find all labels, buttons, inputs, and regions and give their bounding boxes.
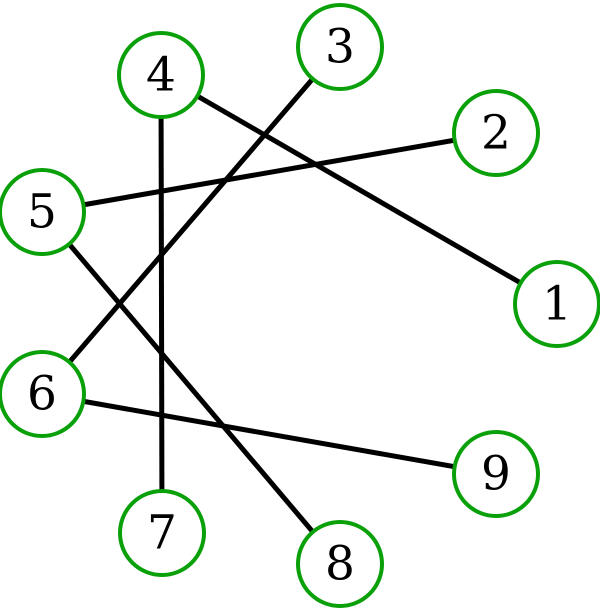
node-3-label: 3 (325, 20, 355, 75)
node-6[interactable]: 6 (0, 350, 86, 438)
node-4-label: 4 (146, 48, 176, 103)
edge-5-8 (40, 210, 342, 566)
node-7[interactable]: 7 (118, 489, 206, 577)
edge-2-5 (41, 130, 497, 215)
node-2-label: 2 (481, 106, 511, 161)
node-3-circle (296, 3, 384, 91)
node-6-circle (0, 350, 86, 438)
edge-4-7 (158, 74, 165, 534)
node-2-circle (452, 89, 540, 177)
edge-1-4 (159, 72, 559, 307)
node-3[interactable]: 3 (296, 3, 384, 91)
edge-6-9 (41, 391, 497, 477)
edge-3-6 (40, 45, 342, 396)
node-1-circle (513, 260, 600, 348)
node-9[interactable]: 9 (452, 430, 540, 518)
node-6-label: 6 (27, 367, 57, 422)
node-7-label: 7 (147, 506, 177, 561)
node-9-label: 9 (481, 447, 511, 502)
node-4-circle (117, 31, 205, 119)
node-1-label: 1 (542, 277, 572, 332)
node-9-circle (452, 430, 540, 518)
node-5-label: 5 (27, 185, 57, 240)
node-8-label: 8 (325, 537, 355, 592)
node-1[interactable]: 1 (513, 260, 600, 348)
node-7-circle (118, 489, 206, 577)
node-8-circle (296, 520, 384, 608)
node-8[interactable]: 8 (296, 520, 384, 608)
node-2[interactable]: 2 (452, 89, 540, 177)
node-5-circle (0, 168, 86, 256)
node-5[interactable]: 5 (0, 168, 86, 256)
node-4[interactable]: 4 (117, 31, 205, 119)
